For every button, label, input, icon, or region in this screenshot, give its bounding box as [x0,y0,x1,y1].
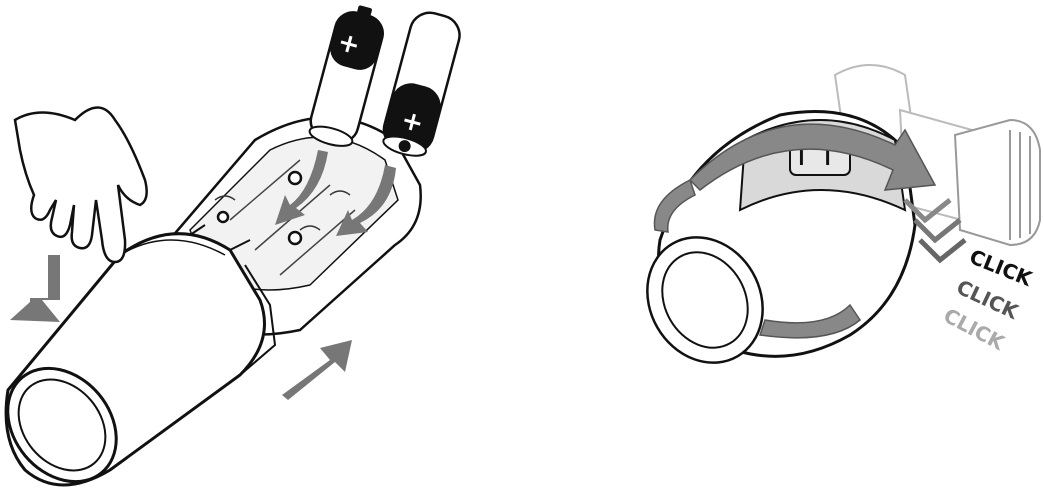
hand-icon [15,108,147,263]
thermostat-cap [0,225,275,501]
battery-right: + [378,8,464,160]
mounting-step: ᒥᒣ CLICK CLICK CLICK [625,65,1040,384]
battery-insertion-step: + + [0,1,464,501]
